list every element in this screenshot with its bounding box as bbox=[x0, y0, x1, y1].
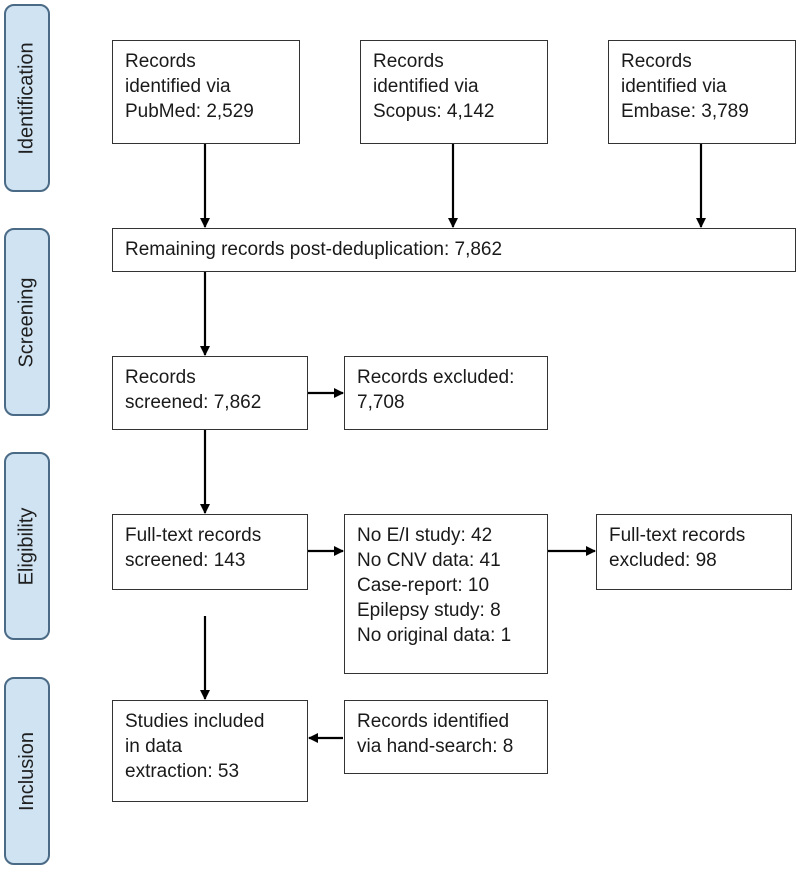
exclusion-reason: No CNV data: 41 bbox=[357, 550, 501, 571]
box-scopus-line: identified via bbox=[373, 76, 479, 97]
box-studies-included-line: in data bbox=[125, 736, 183, 757]
box-studies-included-line: Studies included bbox=[125, 711, 265, 732]
exclusion-reason: Epilepsy study: 8 bbox=[357, 600, 501, 621]
box-scopus-line: Records bbox=[373, 51, 444, 72]
box-hand-search-line: via hand-search: 8 bbox=[357, 736, 514, 757]
box-exclusion-reasons: No E/I study: 42 No CNV data: 41 Case-re… bbox=[344, 514, 548, 674]
box-pubmed-line: identified via bbox=[125, 76, 231, 97]
box-embase-line: Embase: 3,789 bbox=[621, 101, 749, 122]
box-fulltext-excluded: Full-text records excluded: 98 bbox=[596, 514, 792, 590]
box-fulltext-screened: Full-text records screened: 143 bbox=[112, 514, 308, 590]
box-records-screened-line: screened: 7,862 bbox=[125, 392, 262, 413]
box-deduplication: Remaining records post-deduplication: 7,… bbox=[112, 228, 796, 272]
exclusion-reason: No original data: 1 bbox=[357, 625, 512, 646]
box-pubmed-line: PubMed: 2,529 bbox=[125, 101, 254, 122]
box-records-excluded-line: 7,708 bbox=[357, 392, 405, 413]
box-fulltext-excluded-line: excluded: 98 bbox=[609, 550, 717, 571]
box-embase-line: Records bbox=[621, 51, 692, 72]
box-pubmed-line: Records bbox=[125, 51, 196, 72]
box-scopus: Records identified via Scopus: 4,142 bbox=[360, 40, 548, 144]
exclusion-reason: Case-report: 10 bbox=[357, 575, 490, 596]
box-pubmed: Records identified via PubMed: 2,529 bbox=[112, 40, 300, 144]
box-fulltext-excluded-line: Full-text records bbox=[609, 525, 746, 546]
box-hand-search: Records identified via hand-search: 8 bbox=[344, 700, 548, 774]
box-records-screened-line: Records bbox=[125, 367, 196, 388]
phase-eligibility: Eligibility bbox=[4, 452, 50, 640]
box-records-screened: Records screened: 7,862 bbox=[112, 356, 308, 430]
box-scopus-line: Scopus: 4,142 bbox=[373, 101, 495, 122]
box-deduplication-line: Remaining records post-deduplication: 7,… bbox=[125, 239, 503, 260]
box-fulltext-screened-line: Full-text records bbox=[125, 525, 262, 546]
phase-inclusion: Inclusion bbox=[4, 677, 50, 865]
box-embase: Records identified via Embase: 3,789 bbox=[608, 40, 796, 144]
box-studies-included-line: extraction: 53 bbox=[125, 761, 240, 782]
box-records-excluded-line: Records excluded: bbox=[357, 367, 515, 388]
phase-identification: Identification bbox=[4, 4, 50, 192]
box-fulltext-screened-line: screened: 143 bbox=[125, 550, 246, 571]
box-records-excluded: Records excluded: 7,708 bbox=[344, 356, 548, 430]
box-studies-included: Studies included in data extraction: 53 bbox=[112, 700, 308, 802]
phase-screening: Screening bbox=[4, 228, 50, 416]
exclusion-reason: No E/I study: 42 bbox=[357, 525, 493, 546]
box-hand-search-line: Records identified bbox=[357, 711, 510, 732]
box-embase-line: identified via bbox=[621, 76, 727, 97]
